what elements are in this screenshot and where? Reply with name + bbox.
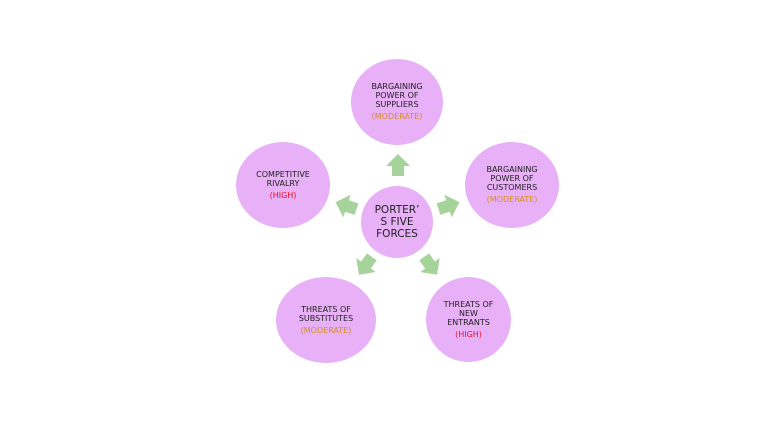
force-suppliers-title: BARGAINING POWER OF SUPPLIERS bbox=[371, 82, 423, 109]
arrow-to-rivalry bbox=[335, 194, 359, 218]
center-node: PORTER’ S FIVE FORCES bbox=[361, 186, 433, 258]
force-new-entrants: THREATS OF NEW ENTRANTS (HIGH) bbox=[426, 277, 511, 362]
center-label: PORTER’ S FIVE FORCES bbox=[374, 204, 420, 240]
force-suppliers: BARGAINING POWER OF SUPPLIERS (MODERATE) bbox=[351, 59, 443, 145]
force-substitutes: THREATS OF SUBSTITUTES (MODERATE) bbox=[276, 277, 376, 363]
force-customers-level: (MODERATE) bbox=[486, 195, 538, 204]
force-rivalry: COMPETITIVE RIVALRY (HIGH) bbox=[236, 142, 330, 228]
force-customers-title: BARGAINING POWER OF CUSTOMERS bbox=[486, 165, 538, 192]
force-customers: BARGAINING POWER OF CUSTOMERS (MODERATE) bbox=[465, 142, 559, 228]
arrow-to-suppliers bbox=[386, 154, 410, 176]
force-suppliers-level: (MODERATE) bbox=[371, 112, 423, 121]
force-substitutes-title: THREATS OF SUBSTITUTES bbox=[298, 304, 354, 323]
force-rivalry-title: COMPETITIVE RIVALRY bbox=[256, 169, 310, 188]
force-rivalry-level: (HIGH) bbox=[269, 190, 297, 200]
arrow-to-customers bbox=[436, 194, 460, 218]
arrow-to-substitutes bbox=[356, 253, 377, 275]
force-new-entrants-level: (HIGH) bbox=[455, 329, 482, 339]
force-substitutes-level: (MODERATE) bbox=[300, 325, 352, 335]
arrow-to-new-entrants bbox=[419, 253, 440, 275]
force-new-entrants-title: THREATS OF NEW ENTRANTS bbox=[443, 299, 494, 327]
